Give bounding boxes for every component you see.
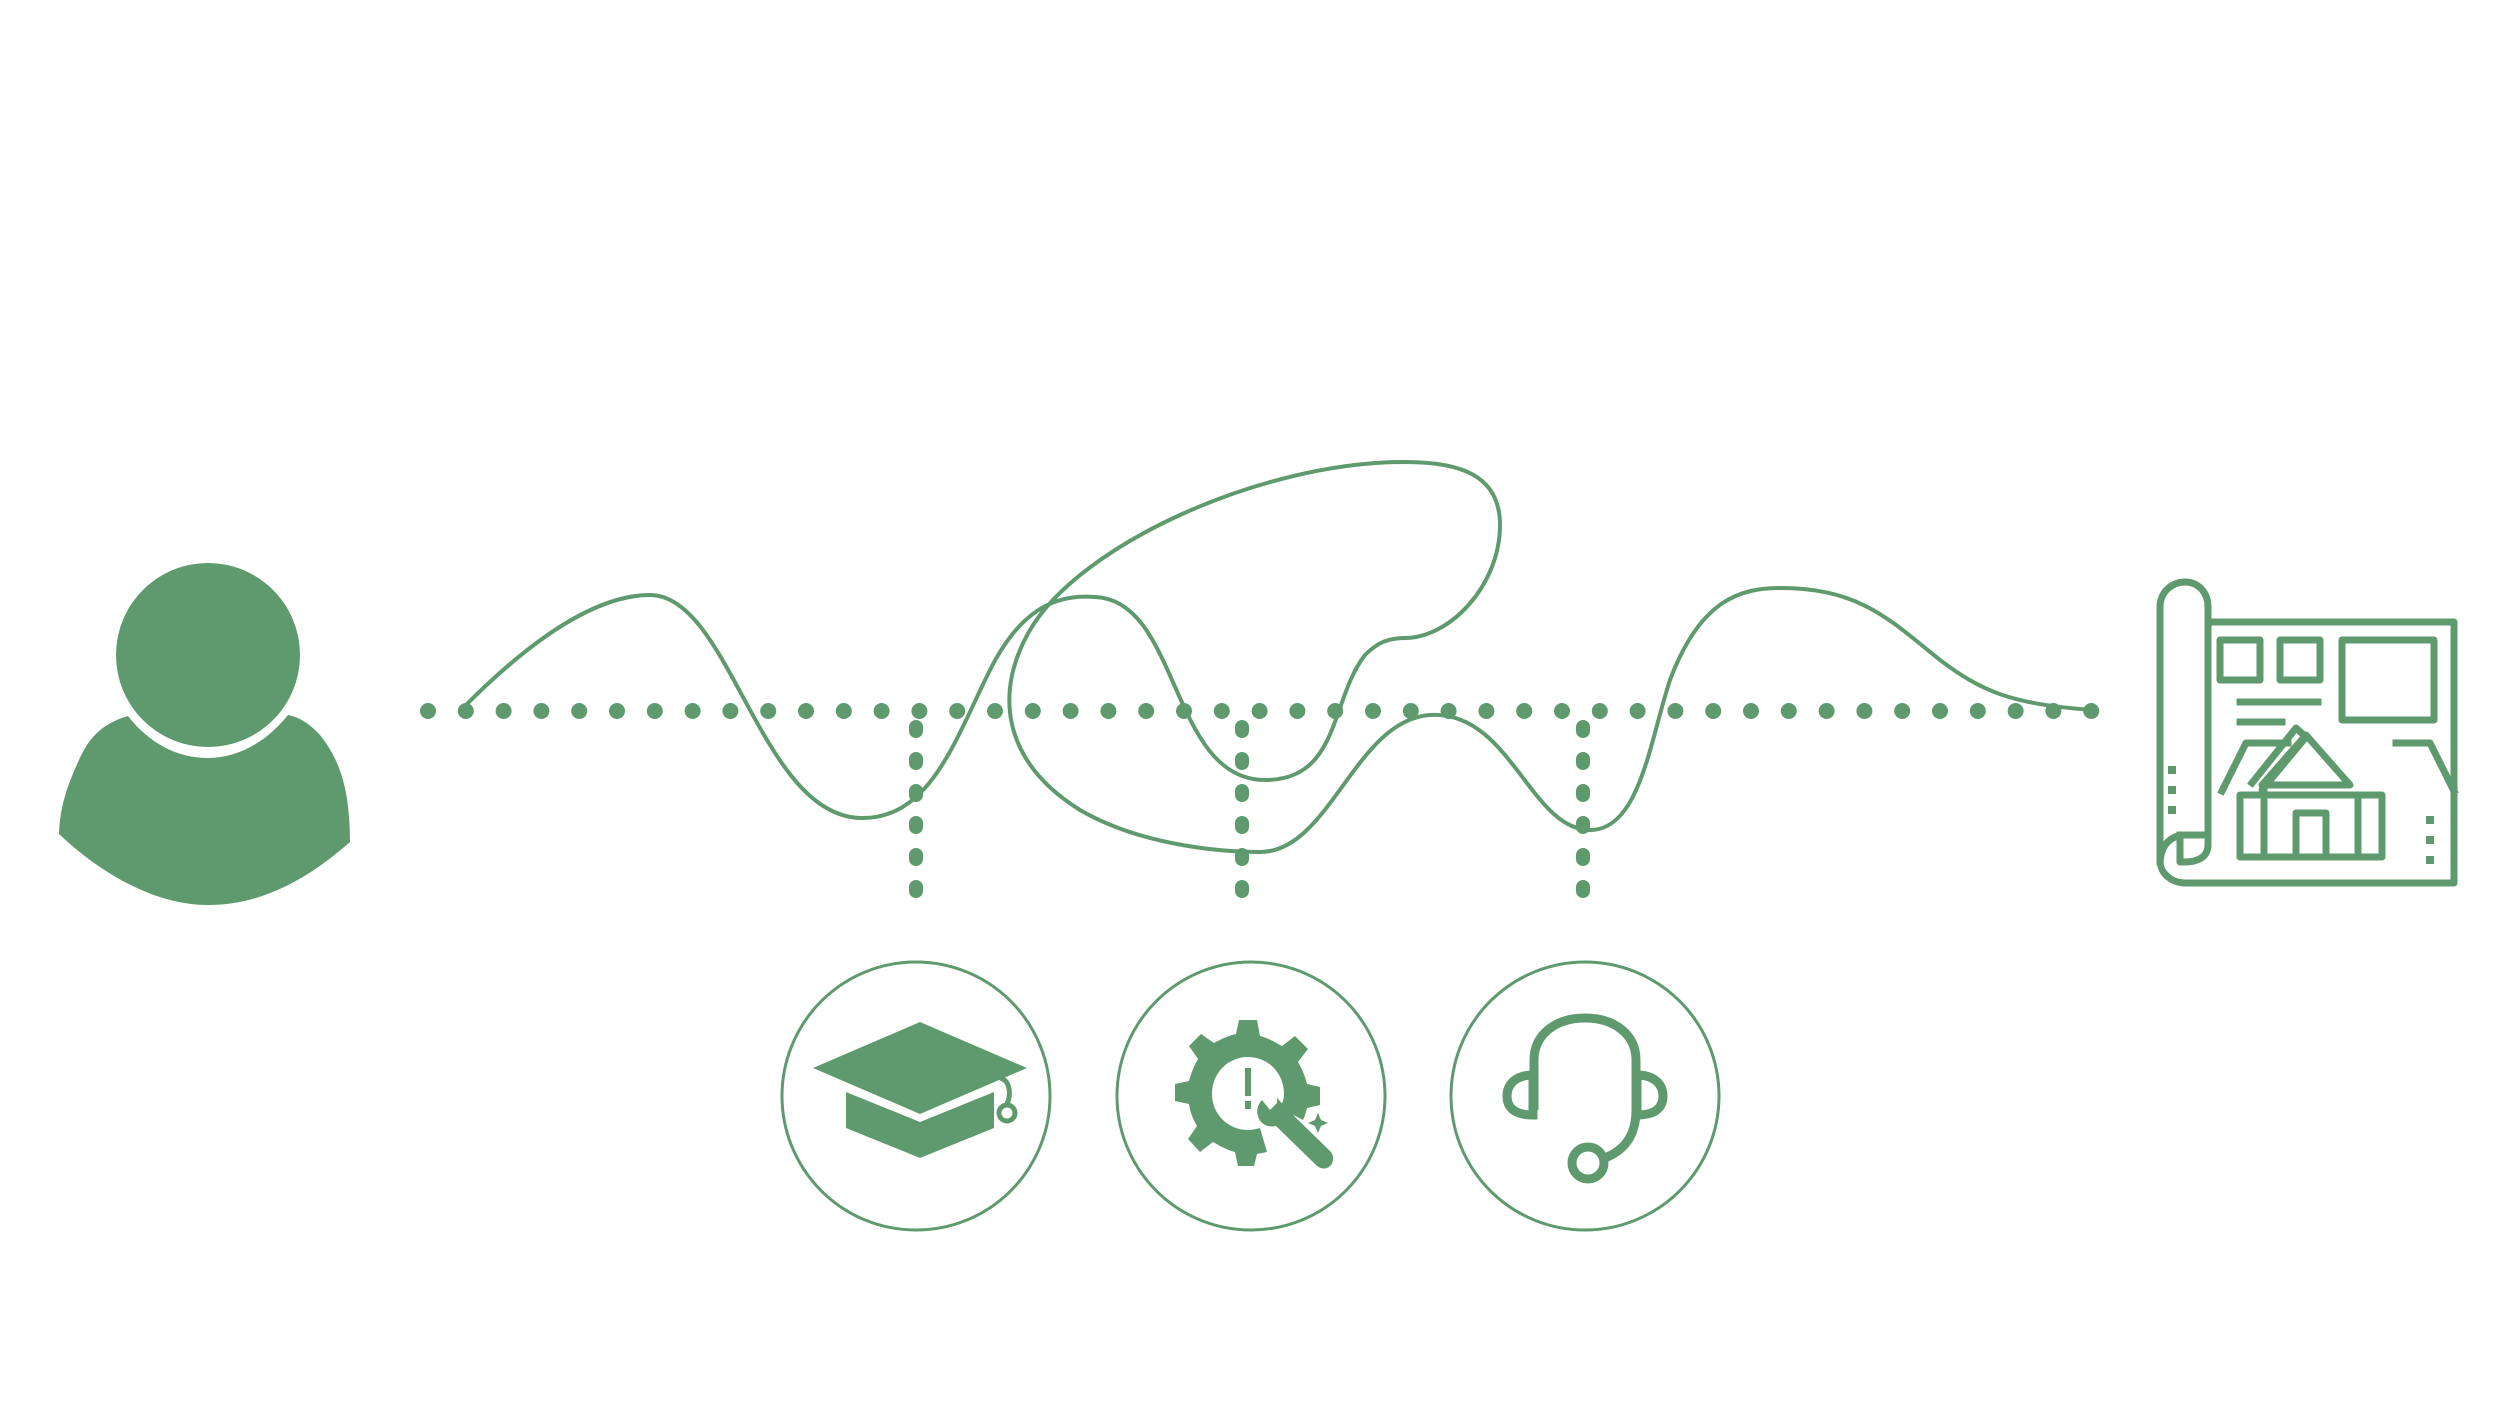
path-dot (646, 703, 663, 719)
connector-dot (1576, 784, 1590, 802)
path-dot (1289, 703, 1306, 719)
path-dot (1780, 703, 1797, 719)
path-dot (1969, 703, 1986, 719)
connector-dot (909, 880, 923, 898)
connector-dot (909, 720, 923, 738)
path-dot (760, 703, 777, 719)
user-icon (59, 563, 350, 905)
gear-wrench-icon (1175, 1020, 1334, 1169)
direct-dotted-path (420, 703, 2100, 719)
connector-dot (1235, 752, 1249, 770)
path-dot (798, 703, 814, 719)
touchpoint-education (780, 960, 1052, 1232)
path-dot (1213, 703, 1230, 719)
connector-dot (1235, 720, 1249, 738)
graduation-cap-icon (813, 1022, 1027, 1158)
path-dot (873, 703, 890, 719)
connector-dot (909, 752, 923, 770)
path-dot (684, 703, 701, 719)
connector-dot (1576, 848, 1590, 866)
path-dot (835, 703, 852, 719)
blueprint-dot (2426, 836, 2434, 844)
blueprint-dot (2168, 806, 2176, 814)
path-dot (1932, 703, 1948, 719)
path-dot (1743, 703, 1759, 719)
headset-icon (1502, 1013, 1668, 1184)
path-dot (1100, 703, 1117, 719)
connector-dot (1235, 784, 1249, 802)
connector-dot (1235, 880, 1249, 898)
path-dot (911, 703, 928, 719)
path-dot (1705, 703, 1722, 719)
path-dot (1516, 703, 1533, 719)
connector-dot (1576, 720, 1590, 738)
path-dot (420, 703, 436, 719)
blueprint-dot (2168, 786, 2176, 794)
path-dot (2007, 703, 2024, 719)
connector-dot (909, 816, 923, 834)
connector-dot (909, 848, 923, 866)
path-dot (949, 703, 966, 719)
path-dot (1667, 703, 1684, 719)
connector-dot (1576, 752, 1590, 770)
path-dot (1818, 703, 1835, 719)
tangled-journey-path (459, 460, 2097, 854)
path-dot (1591, 703, 1608, 719)
touchpoint-connectors (909, 720, 1590, 898)
path-dot (1478, 703, 1495, 719)
house-blueprint-icon (2156, 578, 2459, 887)
blueprint-dot (2168, 766, 2176, 774)
path-dot (1365, 703, 1381, 719)
connector-dot (1235, 816, 1249, 834)
path-dot (987, 703, 1003, 719)
path-dot (1251, 703, 1268, 719)
connector-dot (1576, 880, 1590, 898)
blueprint-dot (2426, 856, 2434, 864)
touchpoint-support-settings (1115, 960, 1387, 1232)
path-dot (1629, 703, 1646, 719)
path-dot (722, 703, 739, 719)
path-dot (571, 703, 588, 719)
path-dot (1024, 703, 1041, 719)
path-dot (609, 703, 625, 719)
path-dot (1062, 703, 1079, 719)
path-dot (533, 703, 550, 719)
path-dot (1554, 703, 1570, 719)
path-dot (1894, 703, 1911, 719)
path-dot (1856, 703, 1873, 719)
touchpoint-customer-service (1449, 960, 1721, 1232)
path-dot (495, 703, 512, 719)
path-dot (1402, 703, 1419, 719)
blueprint-dot (2426, 816, 2434, 824)
path-dot (1138, 703, 1155, 719)
